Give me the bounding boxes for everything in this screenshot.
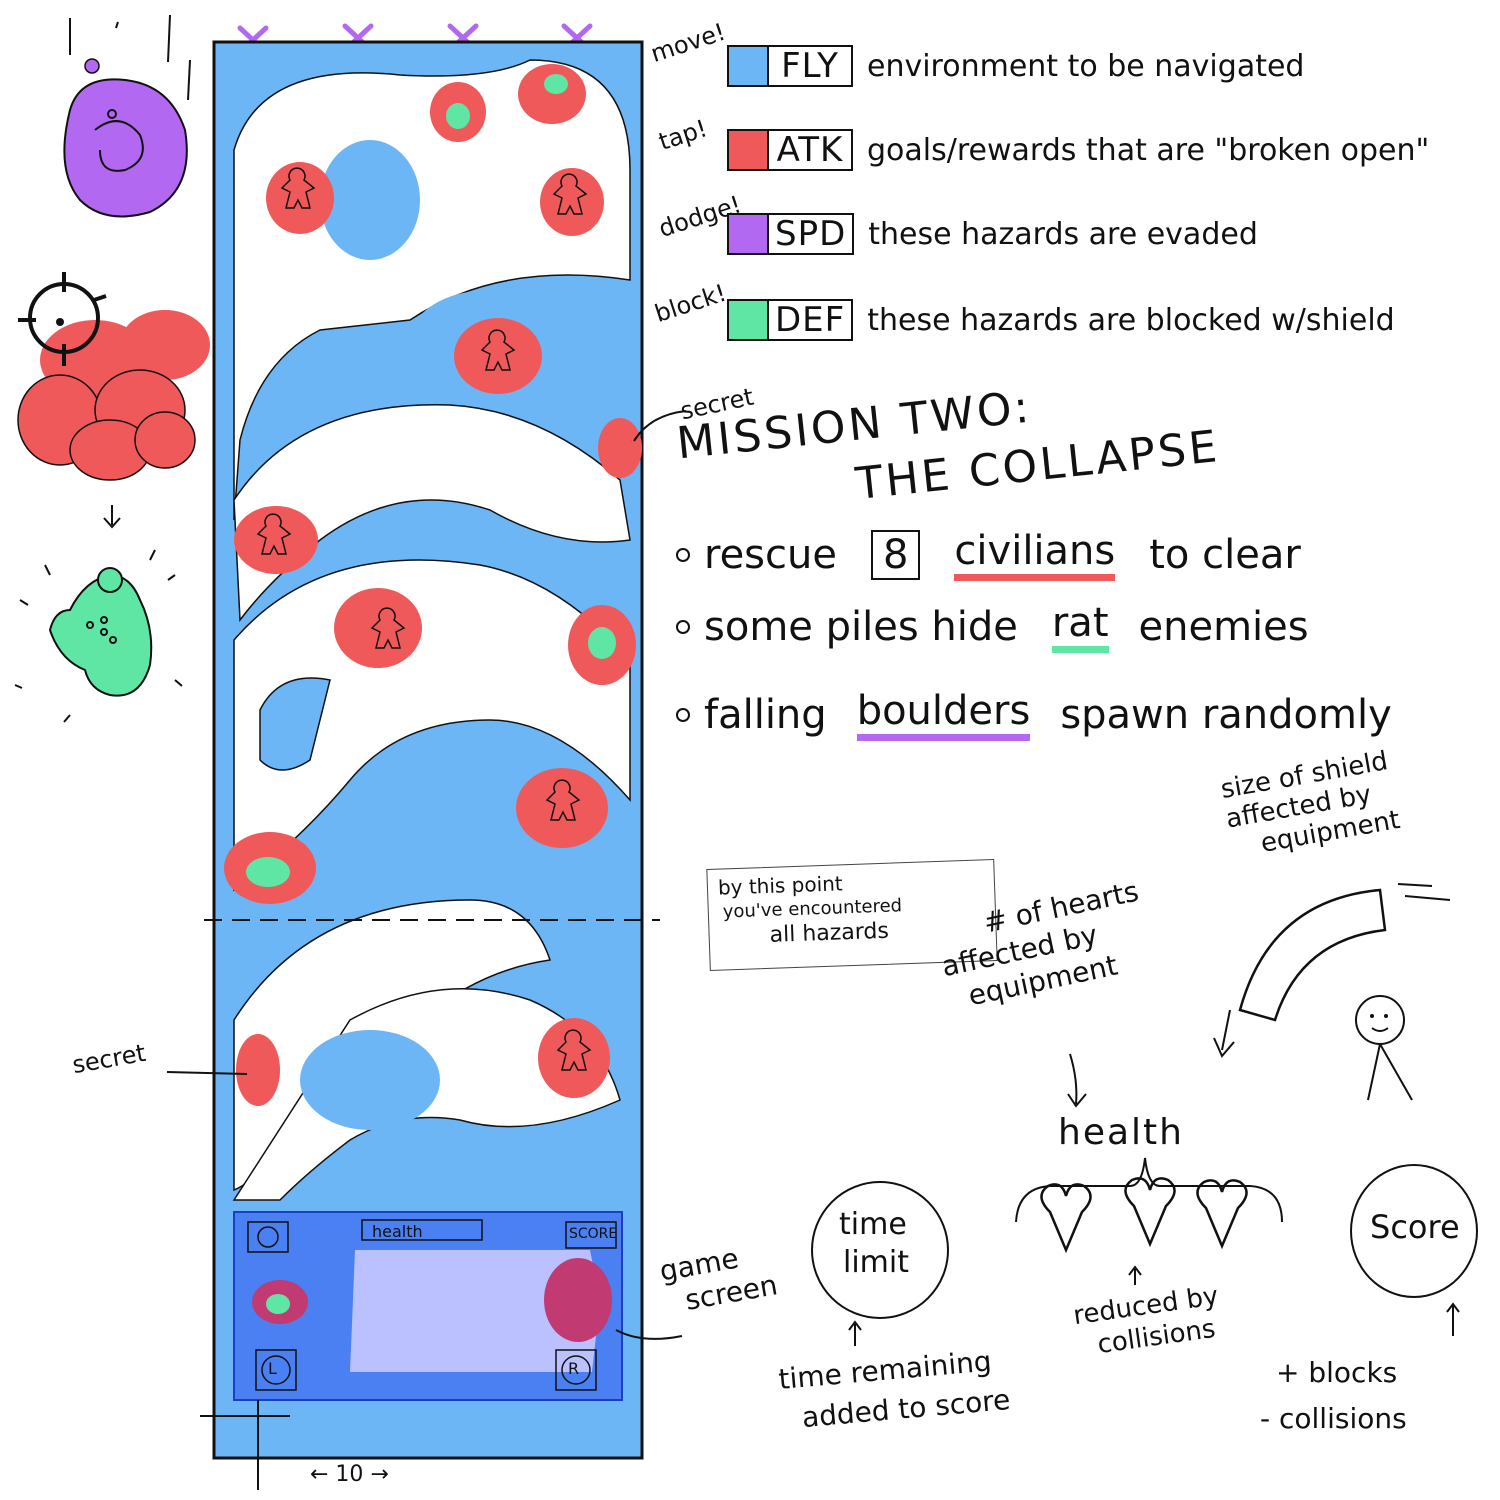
legend-desc-def: these hazards are blocked w/shield (867, 302, 1395, 338)
score-sub-line2: - collisions (1260, 1402, 1407, 1435)
civilian-piles (224, 64, 642, 1106)
health-up-arrow (1128, 1265, 1142, 1285)
bullet-2-em: rat (1051, 600, 1109, 653)
bullet-3-em: boulders (856, 688, 1031, 741)
boulder-icon (63, 14, 191, 218)
health-hearts (1015, 1157, 1283, 1254)
target-reticle-icon (18, 272, 107, 366)
time-up-arrow (848, 1320, 862, 1346)
bullet-2-post: enemies (1138, 603, 1309, 650)
time-sub-note: time remaining added to score (777, 1340, 1012, 1440)
hud-left-button[interactable]: L (268, 1359, 277, 1378)
legend-row-atk: ATK goals/rewards that are "broken open" (727, 128, 1429, 172)
bullet-1-em: civilians (954, 528, 1116, 581)
legend-row-def: DEF these hazards are blocked w/shield (727, 298, 1395, 342)
bullet-dot (676, 707, 690, 722)
legend-desc-spd: these hazards are evaded (868, 216, 1258, 252)
secret-label-left: secret (70, 1038, 148, 1080)
score-sub-note: + blocks - collisions (1260, 1350, 1407, 1442)
secret-pointer-top (633, 410, 687, 442)
def-swatch (727, 299, 769, 341)
time-limit-line1: time (839, 1207, 907, 1242)
hud-score-label: SCORE (569, 1226, 618, 1242)
map-width-label: ← 10 → (310, 1462, 389, 1487)
legend-code-atk: ATK (769, 129, 853, 171)
secret-pointer-left (166, 1071, 248, 1075)
legend-row-fly: FLY environment to be navigated (727, 44, 1304, 88)
hazard-sketches (14, 14, 210, 723)
heart-icon (1040, 1183, 1092, 1254)
rat-enemy-icon (14, 549, 183, 723)
down-arrow-icon (103, 505, 121, 529)
mission-bullet-3: falling boulders spawn randomly (676, 688, 1392, 741)
legend-verb-def: block! (651, 278, 730, 328)
atk-swatch (727, 129, 769, 171)
arrow-down-icon (1213, 1009, 1235, 1058)
time-limit-line2: limit (843, 1245, 909, 1280)
mission-bullet-2: some piles hide rat enemies (676, 600, 1309, 653)
health-label: health (1058, 1112, 1184, 1153)
health-sub-note: reduced by collisions (1071, 1280, 1225, 1364)
score-circle: Score (1350, 1164, 1478, 1298)
level-map (200, 23, 660, 1490)
hud-health-label: health (372, 1222, 423, 1241)
game-screen-pointer (615, 1329, 683, 1340)
shield-diagram (1213, 883, 1451, 1101)
bullet-dot (676, 619, 690, 634)
heart-icon (1124, 1177, 1176, 1248)
shield-arc-icon (1238, 888, 1387, 1022)
legend-code-spd: SPD (769, 213, 855, 255)
legend-desc-atk: goals/rewards that are "broken open" (867, 132, 1430, 168)
mission-bullet-1: rescue 8 civilians to clear (676, 528, 1301, 581)
heart-icon (1196, 1179, 1248, 1250)
bullet-1-pre: rescue (704, 531, 837, 578)
bullet-3-pre: falling (704, 691, 827, 738)
fly-swatch (727, 45, 769, 87)
hidden-rats (246, 74, 616, 887)
bullet-dot (676, 547, 690, 562)
game-screen-overlay (233, 1211, 623, 1401)
shield-note: size of shield affected by equipment (1218, 746, 1402, 864)
score-sub-line1: + blocks (1276, 1356, 1398, 1389)
player-figure-icon (1355, 995, 1413, 1101)
civilian-figures (256, 167, 592, 1071)
civilian-count: 8 (870, 529, 921, 580)
bullet-2-pre: some piles hide (704, 603, 1018, 650)
score-up-arrow (1446, 1302, 1460, 1336)
legend-code-fly: FLY (769, 45, 853, 87)
time-limit-circle: time limit (811, 1181, 949, 1319)
bullet-1-post: to clear (1149, 531, 1301, 578)
score-label: Score (1370, 1208, 1460, 1246)
spd-swatch (727, 213, 769, 255)
rubble-pile-icon (17, 310, 210, 481)
hearts-note-arrow (1067, 1053, 1087, 1108)
bullet-3-post: spawn randomly (1060, 691, 1392, 738)
legend-verb-atk: tap! (655, 114, 711, 156)
legend-code-def: DEF (769, 299, 854, 341)
hud-right-button[interactable]: R (568, 1359, 580, 1378)
legend-row-spd: SPD these hazards are evaded (727, 212, 1258, 256)
legend-desc-fly: environment to be navigated (867, 48, 1305, 84)
